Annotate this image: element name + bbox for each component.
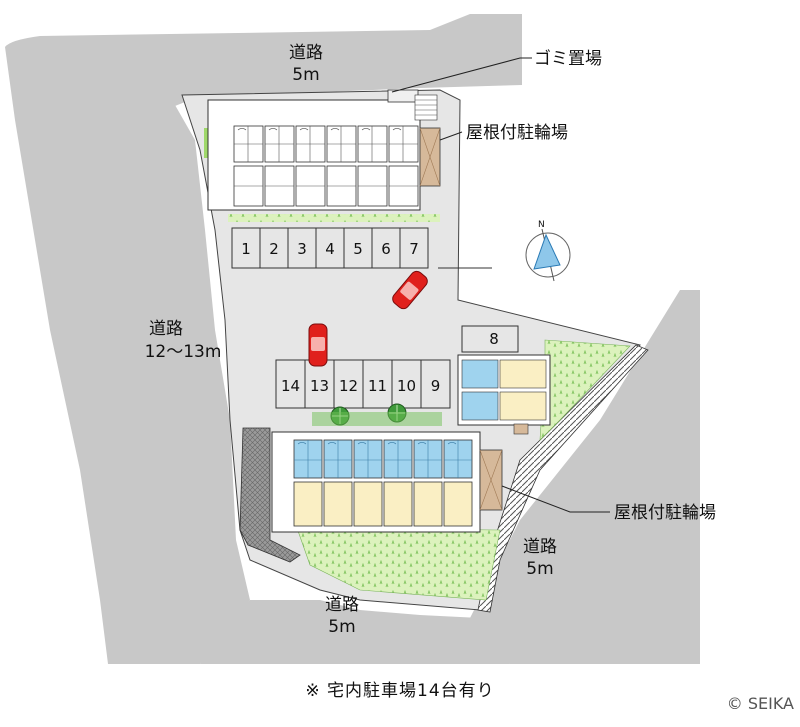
south-unit	[443, 439, 473, 527]
parking-number: 7	[409, 240, 419, 258]
parking-number: 2	[269, 240, 279, 258]
road-west-area	[5, 47, 250, 664]
parking-number: 11	[368, 377, 387, 395]
parking-number: 12	[339, 377, 358, 395]
parking-number: 4	[325, 240, 335, 258]
parking-number: 5	[353, 240, 363, 258]
bike-parking-south-label: 屋根付駐輪場	[614, 503, 716, 523]
north-unit	[388, 125, 419, 207]
parking-number: 10	[397, 377, 416, 395]
south-unit	[413, 439, 443, 527]
road-west-width: 12〜13m	[145, 342, 222, 362]
south-building	[271, 431, 503, 533]
parking-number-8: 8	[489, 330, 499, 348]
garbage-label: ゴミ置場	[534, 48, 602, 69]
road-southeast-area	[470, 290, 700, 664]
lawn-north-strip	[228, 214, 440, 222]
parking-number: 13	[310, 377, 329, 395]
compass-icon: N	[525, 220, 571, 282]
south-unit	[323, 439, 353, 527]
west-wall	[239, 427, 301, 563]
road-south-name: 道路	[325, 595, 359, 615]
road-southeast-width: 5m	[526, 559, 553, 579]
car-icon	[308, 323, 328, 367]
south-unit	[353, 439, 383, 527]
trees	[312, 403, 442, 426]
north-unit	[233, 125, 264, 207]
copyright-notice: © SEIKA	[726, 694, 794, 713]
south-unit	[293, 439, 323, 527]
parking-space-9: 9	[420, 359, 451, 409]
leader-garbage	[391, 57, 532, 93]
north-unit	[264, 125, 295, 207]
parking-number: 3	[297, 240, 307, 258]
parking-number: 9	[431, 377, 441, 395]
road-west-name: 道路	[149, 319, 183, 339]
north-building	[207, 89, 441, 211]
road-southeast-name: 道路	[523, 537, 557, 557]
parking-number: 14	[281, 377, 300, 395]
bike-parking-north-label: 屋根付駐輪場	[466, 123, 568, 143]
south-unit	[383, 439, 413, 527]
road-north-name: 道路	[289, 43, 323, 63]
parking-space-8: 8	[461, 325, 519, 353]
north-unit	[326, 125, 357, 207]
parking-space-7: 7	[399, 227, 429, 269]
roads	[5, 14, 700, 664]
road-north-width: 5m	[292, 65, 319, 85]
parking-caption: ※ 宅内駐車場14台有り	[305, 681, 495, 701]
east-annex-building	[457, 354, 551, 435]
leader-bike-south	[501, 485, 610, 513]
north-unit	[357, 125, 388, 207]
compass-north-mark: N	[538, 220, 545, 230]
north-unit	[295, 125, 326, 207]
parking-number: 1	[241, 240, 251, 258]
car-icon	[392, 270, 428, 310]
parking-number: 6	[381, 240, 391, 258]
road-south-width: 5m	[328, 617, 355, 637]
parking-south-row: 14 13 12 11 10 9	[275, 359, 451, 409]
road-south-area	[200, 600, 510, 664]
leader-bike-north	[439, 131, 463, 141]
